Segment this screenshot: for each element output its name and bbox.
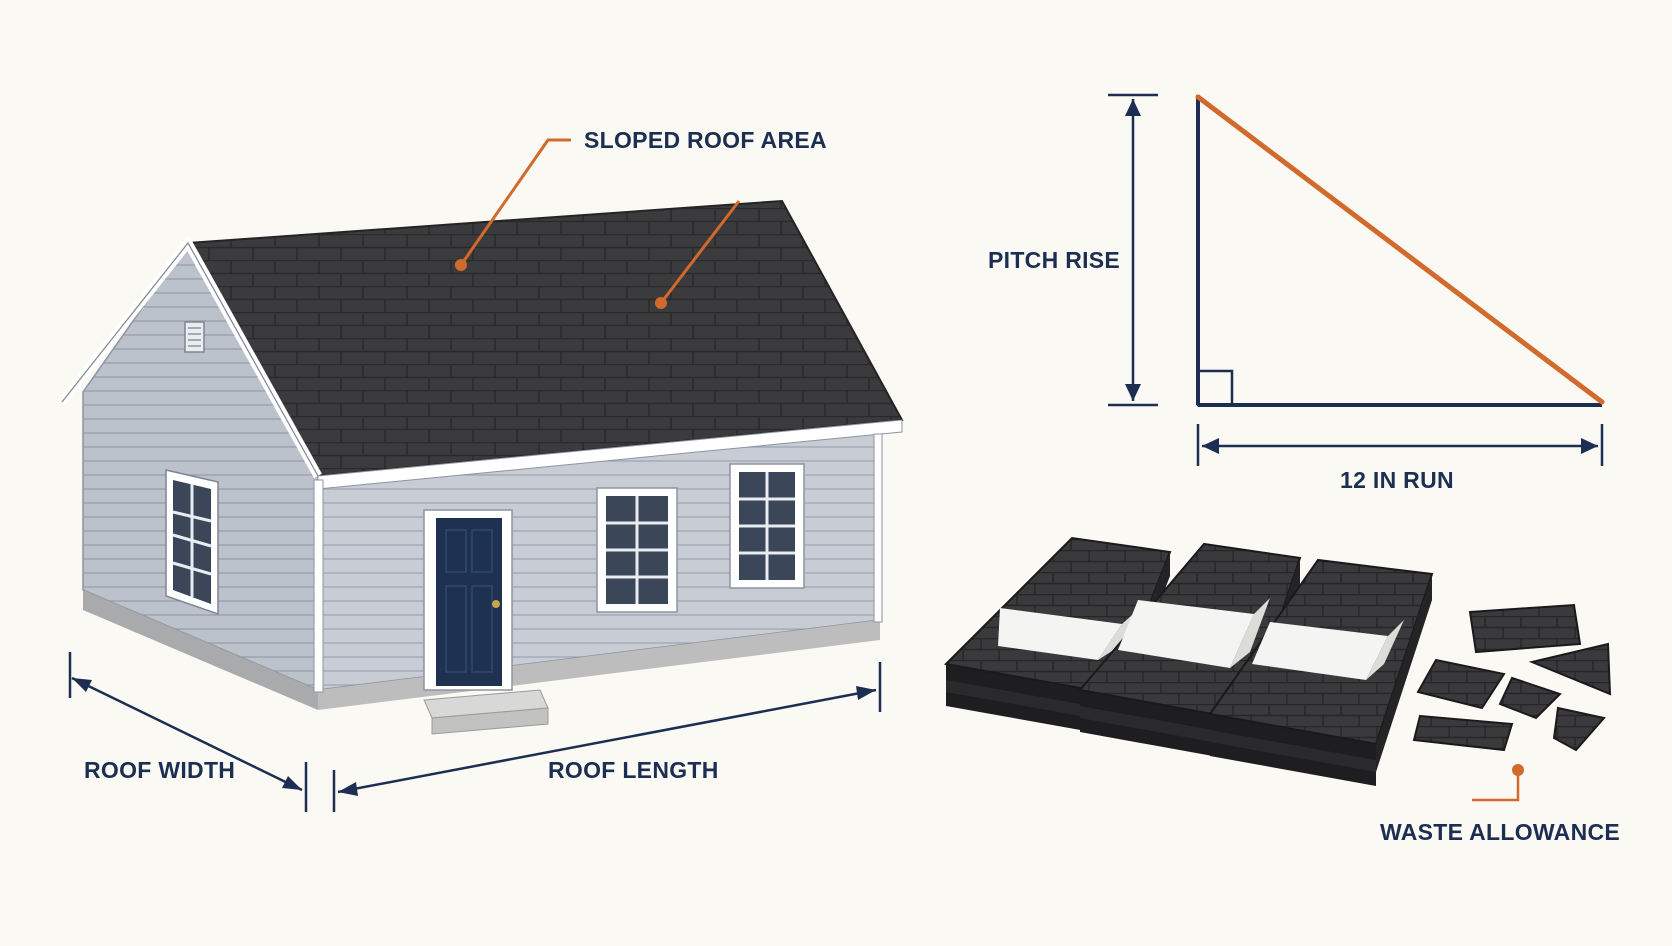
rise-dimension bbox=[1108, 93, 1158, 407]
run-dimension bbox=[1196, 424, 1604, 466]
roof-width-label: ROOF WIDTH bbox=[84, 757, 235, 783]
front-step bbox=[423, 689, 549, 735]
front-window-left bbox=[596, 487, 678, 613]
foundation bbox=[83, 590, 318, 710]
gable-vent bbox=[184, 321, 205, 353]
callout-leader-2 bbox=[659, 200, 741, 304]
scrap-2 bbox=[1528, 642, 1612, 696]
front-door bbox=[423, 509, 513, 691]
shingle-bundle-stack bbox=[943, 536, 1434, 786]
right-triangle-pitch-diagram bbox=[1108, 93, 1605, 466]
triangle-hypotenuse bbox=[1195, 94, 1605, 405]
roof-length-dimension bbox=[332, 662, 882, 812]
callout-leader-1 bbox=[459, 138, 571, 266]
bundle-band-1 bbox=[998, 608, 1122, 660]
scrap-6 bbox=[1552, 706, 1606, 752]
roof-length-label: ROOF LENGTH bbox=[548, 757, 719, 783]
shingle-scrap-pieces bbox=[1412, 603, 1612, 802]
shingle-bundle-3 bbox=[1208, 558, 1434, 786]
run-label: 12 IN RUN bbox=[1340, 467, 1454, 493]
sloped-roof-area-label: SLOPED ROOF AREA bbox=[584, 127, 827, 153]
scrap-5 bbox=[1412, 714, 1514, 752]
scrap-3 bbox=[1416, 658, 1506, 710]
pitch-rise-label: PITCH RISE bbox=[988, 247, 1120, 273]
bundle-band-2 bbox=[1118, 600, 1254, 668]
waste-callout-leader bbox=[1472, 770, 1520, 802]
side-window bbox=[165, 469, 219, 616]
callout-dot-2 bbox=[655, 297, 667, 309]
bundle-band-3 bbox=[1252, 622, 1388, 680]
scrap-1 bbox=[1468, 603, 1582, 654]
right-angle-marker bbox=[1196, 369, 1234, 407]
waste-allowance-label: WASTE ALLOWANCE bbox=[1380, 819, 1620, 845]
roof-width-dimension bbox=[68, 652, 308, 812]
scrap-4 bbox=[1498, 676, 1562, 720]
front-window-right bbox=[729, 463, 805, 589]
house-illustration bbox=[58, 138, 904, 735]
callout-dot-1 bbox=[455, 259, 467, 271]
